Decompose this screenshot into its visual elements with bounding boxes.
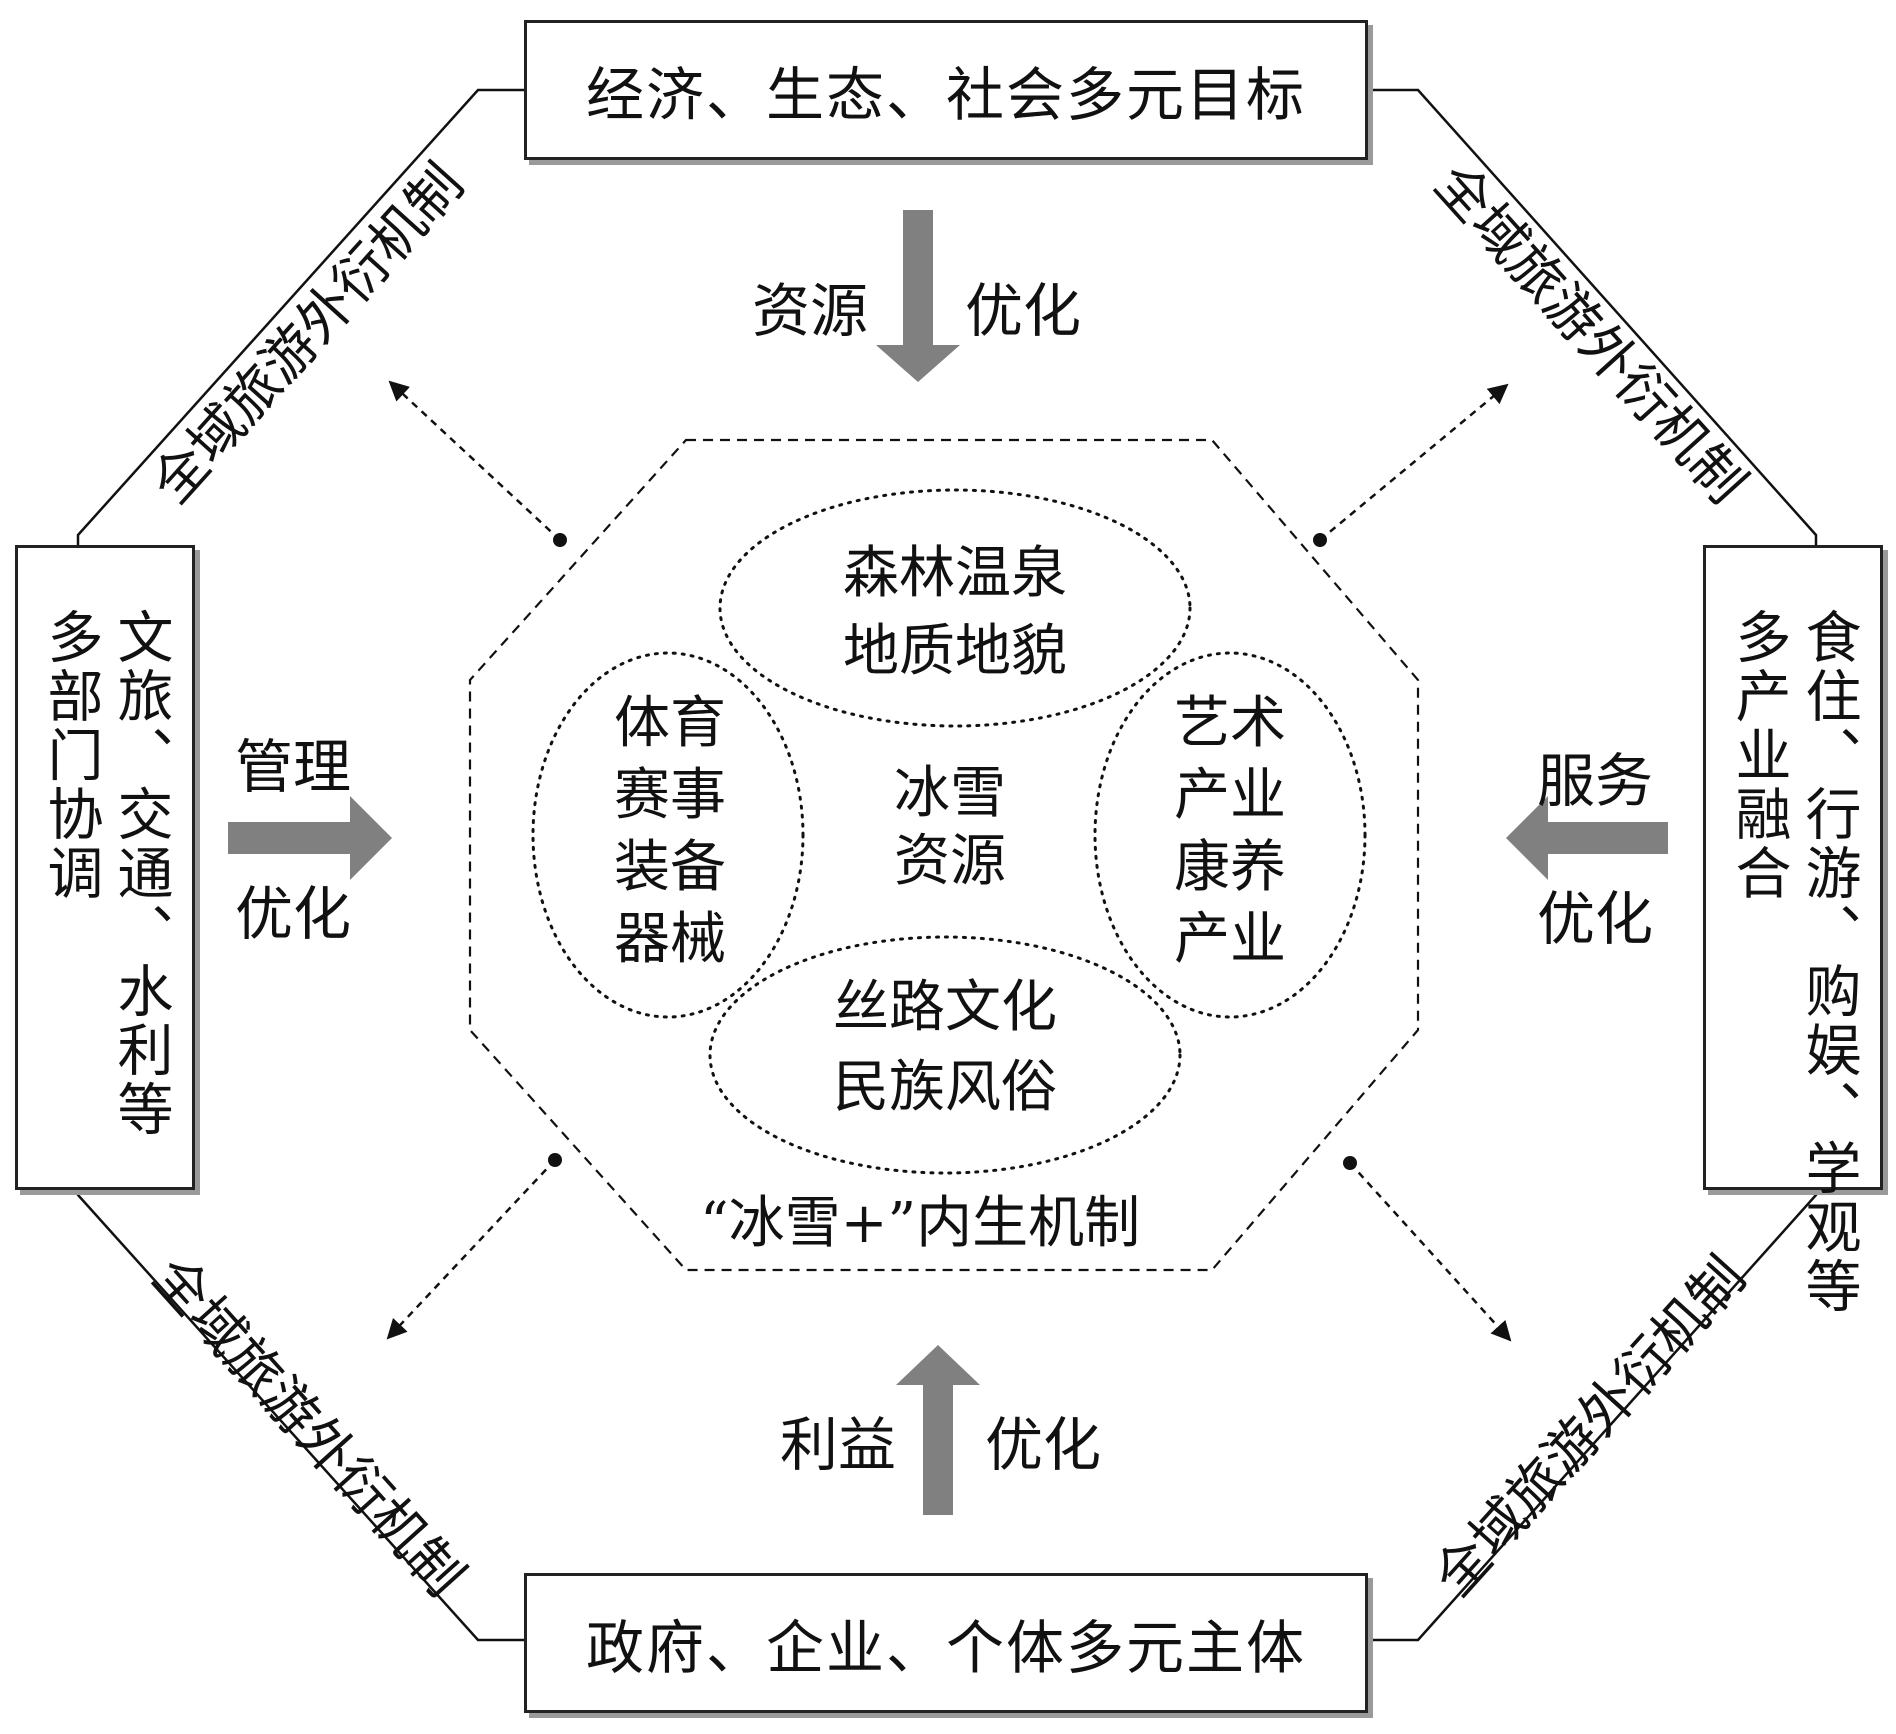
left-box-line-2: 多部门协调 <box>38 608 103 903</box>
arrow-left <box>1506 796 1668 880</box>
cluster-bottom-text: 丝路文化 民族风俗 <box>795 968 1095 1128</box>
dot-tr <box>1313 533 1327 547</box>
dot-br <box>1343 1156 1357 1170</box>
arrow-right-top-label: 服务 <box>1537 747 1654 815</box>
cluster-right-ellipse <box>1093 651 1367 1019</box>
cluster-right-line-3: 康养 <box>1174 835 1286 900</box>
cluster-bottom-line-1: 丝路文化 <box>833 975 1057 1040</box>
cluster-left-line-4: 器械 <box>614 907 726 972</box>
dot-bl <box>548 1153 562 1167</box>
arrow-up <box>896 1345 980 1515</box>
cluster-top-ellipse <box>718 488 1192 728</box>
diag-arrow-tl <box>388 380 561 541</box>
arrow-right <box>228 796 392 880</box>
cluster-top-text: 森林温泉 地质地貌 <box>805 535 1105 691</box>
cluster-right-text: 艺术 产业 康养 产业 <box>1160 688 1300 976</box>
right-box-line-1: 食住、行游、购娱、学观等 <box>1796 608 1861 1316</box>
arrow-top-right-label: 优化 <box>965 277 1082 345</box>
inner-octagon <box>468 438 1420 1272</box>
cluster-left-line-2: 赛事 <box>614 763 726 828</box>
cluster-bottom-line-2: 民族风俗 <box>833 1055 1057 1120</box>
cluster-left-text: 体育 赛事 装备 器械 <box>600 688 740 976</box>
cluster-right-line-1: 艺术 <box>1174 691 1286 756</box>
arrow-top-left-label: 资源 <box>752 277 869 345</box>
cluster-bottom-ellipse <box>708 935 1182 1175</box>
inner-mechanism-label: “冰雪+”内生机制 <box>700 1191 1141 1256</box>
center-ice-snow-resource: 冰雪资源 <box>894 761 1006 894</box>
cluster-top-line-1: 森林温泉 <box>843 541 1067 606</box>
left-box-line-1: 文旅、交通、水利等 <box>108 608 173 1139</box>
dot-tl <box>553 533 567 547</box>
cluster-right-line-4: 产业 <box>1174 907 1286 972</box>
diag-arrow-bl <box>386 1159 556 1340</box>
cluster-right-line-2: 产业 <box>1174 763 1286 828</box>
top-goal-box: 经济、生态、社会多元目标 <box>524 20 1368 160</box>
cluster-top-line-2: 地质地貌 <box>843 619 1067 684</box>
diag-arrow-tr <box>1319 383 1509 541</box>
right-box-line-2: 多产业融合 <box>1726 608 1791 903</box>
diag-arrow-br <box>1349 1162 1512 1342</box>
arrow-down <box>876 210 960 382</box>
left-department-box: 文旅、交通、水利等 多部门协调 <box>15 545 195 1190</box>
cluster-left-line-3: 装备 <box>614 835 726 900</box>
arrow-bottom-right-label: 优化 <box>985 1411 1102 1479</box>
arrow-left-bottom-label: 优化 <box>235 880 352 948</box>
right-industry-box: 食住、行游、购娱、学观等 多产业融合 <box>1703 545 1883 1316</box>
cluster-left-line-1: 体育 <box>614 691 726 756</box>
cluster-left-ellipse <box>531 651 805 1019</box>
arrow-left-top-label: 管理 <box>235 733 352 801</box>
arrow-right-bottom-label: 优化 <box>1537 885 1654 953</box>
arrow-bottom-left-label: 利益 <box>780 1411 897 1479</box>
bottom-subject-box: 政府、企业、个体多元主体 <box>524 1573 1368 1713</box>
